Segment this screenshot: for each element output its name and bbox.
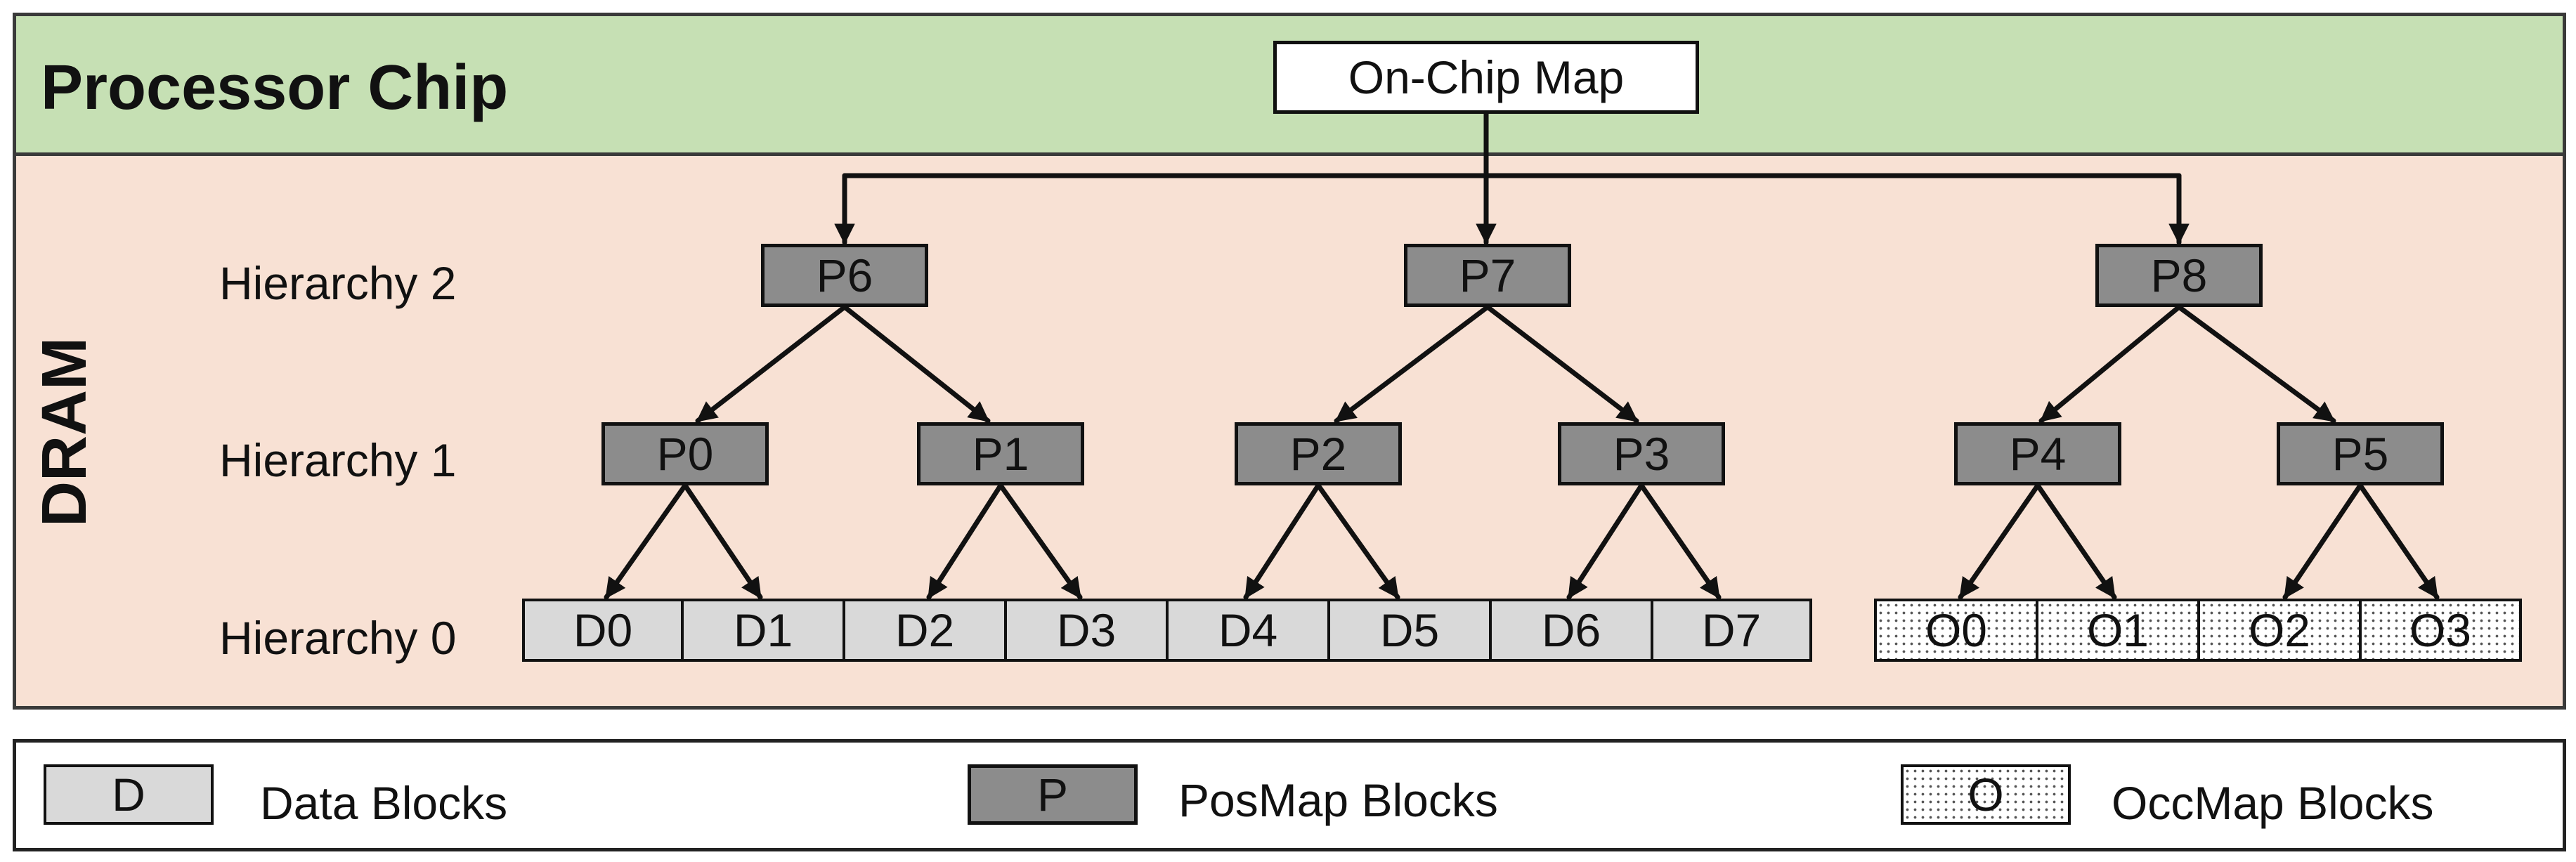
data-block-d3: D3 [1004,599,1169,662]
posmap-block-p5: P5 [2277,422,2444,485]
data-block-d1: D1 [681,599,845,662]
data-block-d2: D2 [843,599,1007,662]
posmap-block-p4: P4 [1954,422,2121,485]
processor-chip-label: Processor Chip [41,53,509,123]
data-block-d0: D0 [522,599,684,662]
legend-data-label: Data Blocks [260,777,508,829]
legend-posmap-label: PosMap Blocks [1178,774,1498,826]
occmap-block-o1: O1 [2036,599,2200,662]
occmap-block-o3: O3 [2359,599,2522,662]
posmap-block-p2: P2 [1235,422,1402,485]
occmap-block-o2: O2 [2197,599,2362,662]
data-block-d5: D5 [1327,599,1492,662]
legend-posmap-swatch: P [968,764,1138,825]
data-block-d7: D7 [1651,599,1812,662]
legend [13,739,2566,851]
hierarchy-0-label: Hierarchy 0 [219,612,457,664]
posmap-block-p7: P7 [1404,244,1571,307]
occmap-block-o0: O0 [1874,599,2038,662]
posmap-block-p6: P6 [761,244,928,307]
data-block-d4: D4 [1166,599,1330,662]
posmap-block-p3: P3 [1558,422,1725,485]
data-block-d6: D6 [1489,599,1653,662]
legend-occmap-label: OccMap Blocks [2112,777,2434,829]
legend-occmap-swatch: O [1901,764,2071,825]
on-chip-map-box: On-Chip Map [1273,41,1699,114]
hierarchy-1-label: Hierarchy 1 [219,434,457,486]
posmap-block-p8: P8 [2095,244,2263,307]
legend-data-swatch: D [44,764,214,825]
hierarchy-2-label: Hierarchy 2 [219,257,457,309]
posmap-block-p1: P1 [917,422,1084,485]
posmap-block-p0: P0 [601,422,769,485]
dram-label: DRAM [30,337,100,527]
